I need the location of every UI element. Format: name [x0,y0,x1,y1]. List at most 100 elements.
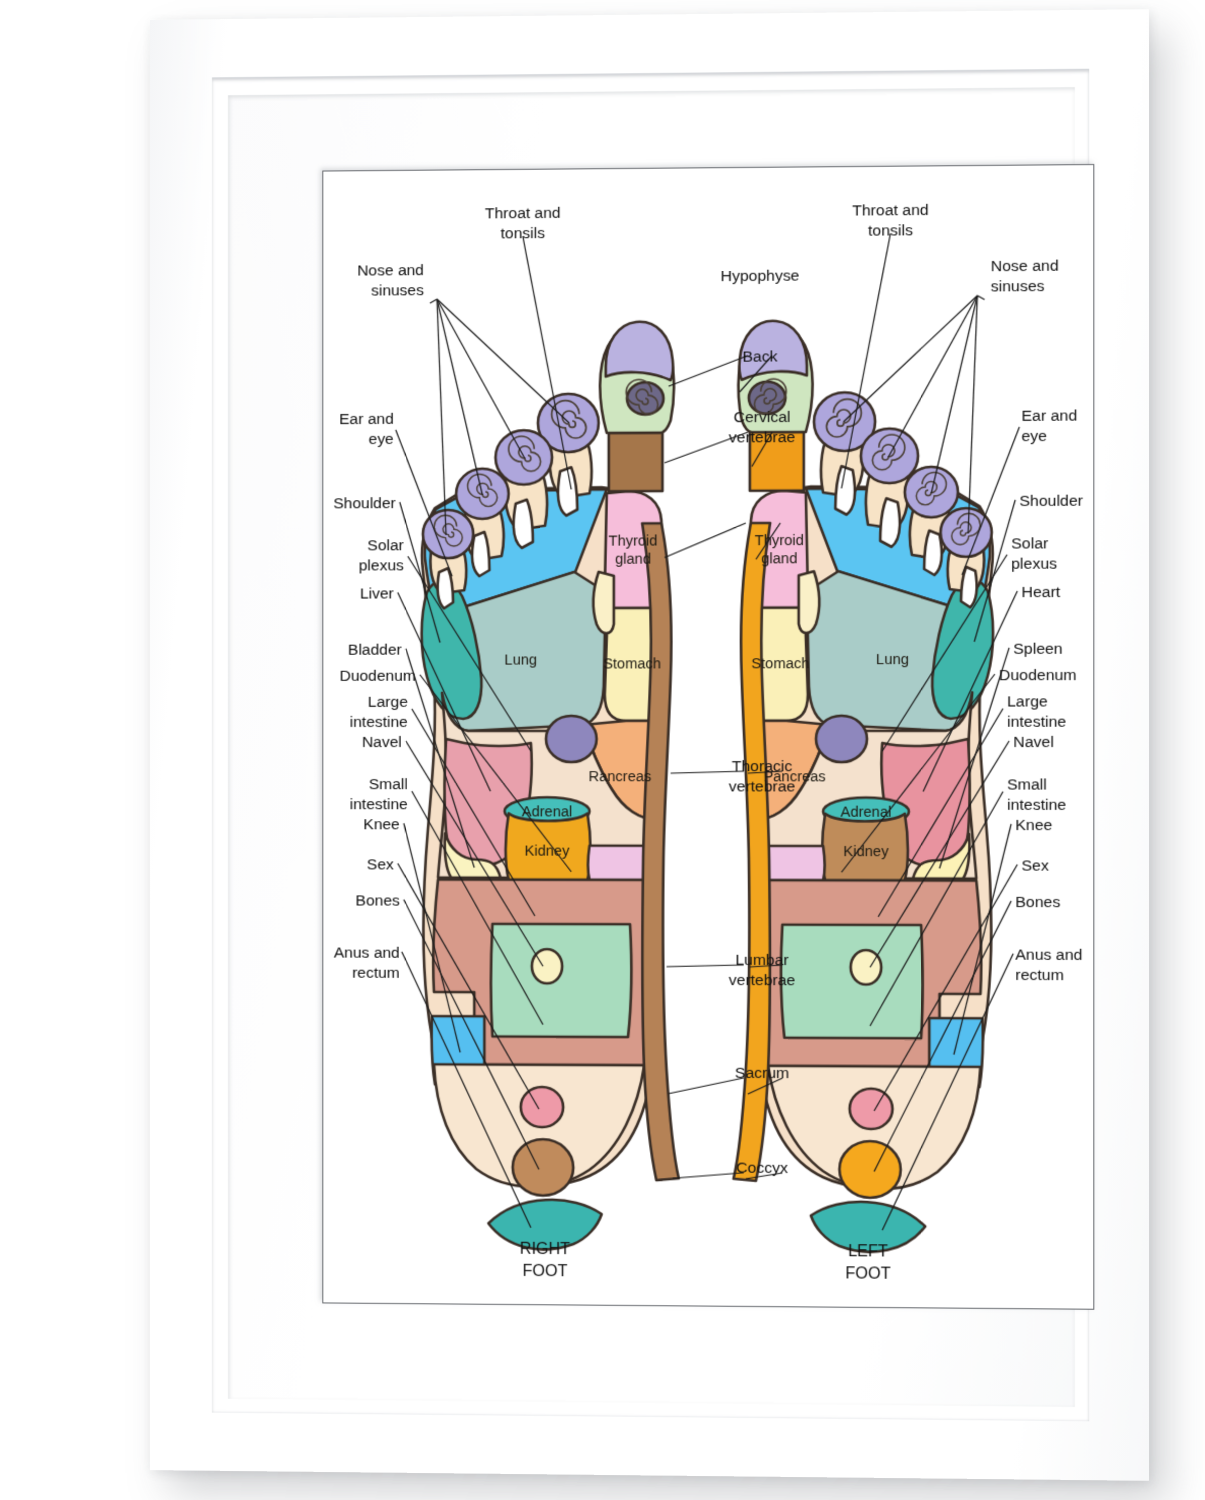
right-foot-pancreas [583,721,658,820]
reflexology-chart: .o { stroke:#3A2E26; stroke-width:2.6; s… [323,165,1094,1309]
label-solar-right-l1: Solar [1011,535,1048,552]
label-shoulder-left: Shoulder [333,495,395,512]
right-foot-kidney [506,813,591,880]
left-foot-stomach [752,608,808,721]
label-nose-sinuses-right-l2: sinuses [991,278,1045,296]
label-throat-right-l2: tonsils [868,222,913,240]
label-bones-right: Bones [1015,894,1060,911]
left-foot-thyroid-l2: gland [761,551,797,567]
center-column-labels: Hypophyse Back Cervical vertebrae Thorac… [721,267,800,1177]
label-spleen: Spleen [1013,641,1062,658]
right-foot-duodenum [588,846,656,880]
left-foot-navel [851,950,882,984]
label-large-intestine-left-l1: Large [368,694,408,711]
right-foot-thyroid-l1: Thyroid [609,533,658,549]
label-duodenum-left: Duodenum [340,668,416,685]
left-foot-kidney-label: Kidney [843,844,889,860]
label-thoracic-l1: Thoracic [732,758,793,775]
right-foot-caption-l2: FOOT [523,1263,568,1280]
left-foot-toe-4 [905,467,958,575]
right-foot-cream-sliver [593,572,613,633]
right-foot-diagram [422,322,679,1251]
right-foot-toe-4 [456,469,508,577]
right-foot-adrenal-label: Adrenal [522,804,573,820]
label-coccyx: Coccyx [736,1160,788,1177]
label-ear-eye-left-l1: Ear and [339,411,394,428]
left-foot-hypophyse-point [749,378,786,414]
label-large-intestine-right-l2: intestine [1007,714,1066,731]
right-foot-bones [513,1139,574,1196]
label-lumbar-l2: vertebrae [729,972,796,989]
label-anus-rectum-left-l2: rectum [352,965,400,982]
label-ear-eye-left-l2: eye [369,431,394,448]
right-foot-stomach-label: Stomach [603,656,661,672]
left-foot-big-toe-nail [739,321,807,380]
right-foot-small-intestine [491,924,631,1037]
left-foot-lung-label: Lung [876,652,909,668]
label-throat-right-l1: Throat and [852,202,929,220]
right-foot-caption-l1: RIGHT [520,1241,571,1258]
label-anus-rectum-right-l2: rectum [1015,967,1064,984]
left-foot-cream-sliver [799,571,820,633]
right-foot-shoulder [422,581,482,719]
right-foot-sex [521,1087,563,1127]
right-foot-anus-rectum [488,1199,601,1250]
label-small-intestine-right-l2: intestine [1007,797,1066,814]
label-heart: Heart [1021,584,1061,601]
label-throat-left-l2: tonsils [501,225,546,242]
label-solar-left-l1: Solar [367,537,403,554]
right-foot-thyroid [605,491,662,608]
label-nose-sinuses-right-l1: Nose and [991,258,1059,276]
left-foot-toe-3 [861,428,918,546]
label-anus-rectum-right-l1: Anus and [1015,947,1082,964]
label-thoracic-l2: vertebrae [729,778,796,795]
label-bladder: Bladder [348,642,402,659]
left-foot-adrenal-label: Adrenal [840,805,891,821]
right-foot-toe-3 [496,430,553,548]
label-solar-left-l2: plexus [359,557,404,574]
left-foot-thyroid [751,491,808,608]
inline-region-labels: Lung Thyroid gland Stomach Rancreas Adre… [504,533,909,860]
right-foot-stomach [605,608,661,721]
left-foot-toe-5 [941,508,992,607]
label-large-intestine-right-l1: Large [1007,693,1048,710]
label-large-intestine-left-l2: intestine [350,714,408,731]
label-hypophyse: Hypophyse [721,267,800,285]
label-bones-left: Bones [356,892,400,909]
label-sacrum: Sacrum [735,1065,789,1082]
right-foot-lung-label: Lung [504,652,537,668]
right-foot-spine-strip [642,523,679,1180]
left-foot-bones [839,1141,900,1198]
right-foot-toe-2 [538,394,599,516]
label-sex-right: Sex [1021,857,1049,874]
label-solar-right-l2: plexus [1011,555,1057,572]
right-foot-kidney-label: Kidney [525,844,571,860]
left-foot-caption-l1: LEFT [848,1243,888,1260]
label-anus-rectum-left-l1: Anus and [334,945,400,962]
right-column-labels: Nose and sinuses Throat and tonsils Ear … [852,202,1083,984]
label-sex-left: Sex [367,856,394,873]
label-liver: Liver [360,585,394,602]
label-lumbar-l1: Lumbar [735,952,788,969]
right-foot-hypophyse-point [626,378,663,414]
left-foot-anus-rectum [811,1201,925,1252]
label-cervical-l1: Cervical [734,409,791,426]
label-small-intestine-left-l1: Small [369,776,408,793]
left-foot-heart [882,739,970,867]
left-foot-adrenal [823,798,909,826]
left-foot-toe-2 [814,392,875,515]
left-foot-heel [768,1066,980,1190]
right-foot-pancreas-label: Rancreas [588,769,651,785]
left-foot-stomach-label: Stomach [751,656,809,672]
right-foot-big-toe-nail [606,322,673,381]
label-knee-left: Knee [363,816,399,833]
label-navel-right: Navel [1013,734,1054,751]
left-foot-pancreas-label: Pancreas [763,769,825,785]
left-foot-solar-plexus [816,716,867,762]
right-foot-navel [532,949,562,983]
label-throat-left-l1: Throat and [485,205,561,223]
label-navel-left: Navel [362,734,402,751]
right-foot-toe-5 [423,510,473,609]
left-foot-thyroid-l1: Thyroid [755,533,804,549]
